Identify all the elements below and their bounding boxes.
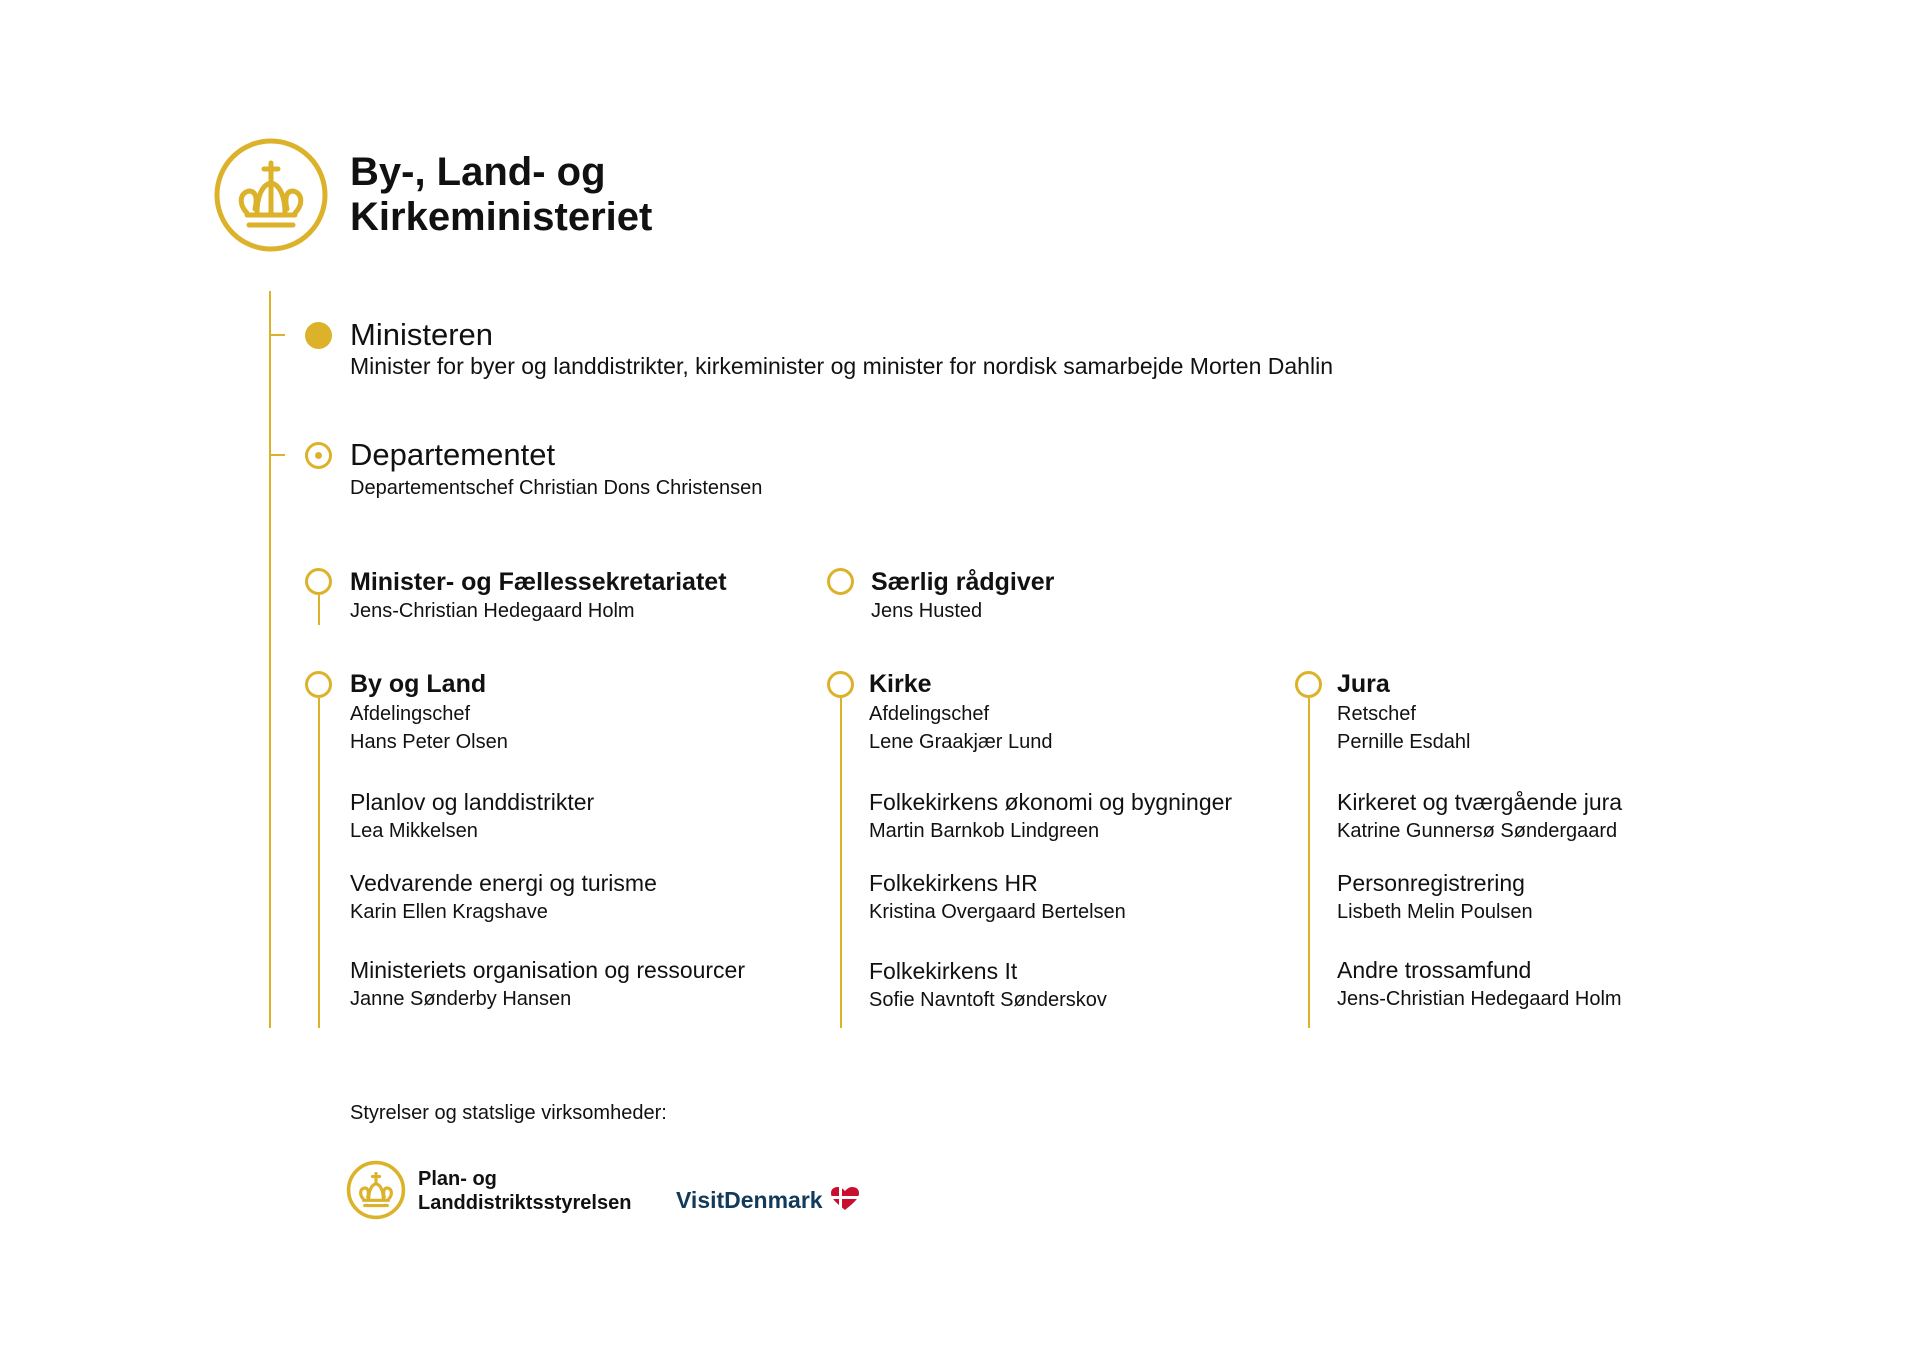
departement-subtitle: Departementschef Christian Dons Christen… <box>350 477 763 499</box>
sekretariat-name: Jens-Christian Hedegaard Holm <box>350 600 635 622</box>
unit-name: Folkekirkens økonomi og bygninger <box>869 789 1233 815</box>
node-line <box>1308 698 1310 1028</box>
column-title: Jura <box>1337 670 1390 698</box>
unit-name: Andre trossamfund <box>1337 957 1532 983</box>
unit-person: Sofie Navntoft Sønderskov <box>869 989 1107 1011</box>
sekretariat-title: Minister- og Fællessekretariatet <box>350 568 727 596</box>
column-title: Kirke <box>869 670 932 698</box>
danish-heart-icon <box>830 1187 859 1211</box>
unit-name: Personregistrering <box>1337 870 1525 896</box>
node-icon <box>827 568 854 595</box>
column-role: Afdelingschef <box>350 703 471 725</box>
column-head: Pernille Esdahl <box>1337 731 1471 753</box>
unit-person: Lea Mikkelsen <box>350 820 478 842</box>
node-icon <box>305 671 332 698</box>
node-line <box>318 595 320 625</box>
column-role: Afdelingschef <box>869 703 990 725</box>
unit-person: Lisbeth Melin Poulsen <box>1337 901 1533 923</box>
visitdenmark-text: VisitDenmark <box>676 1187 823 1213</box>
unit-name: Folkekirkens HR <box>869 870 1038 896</box>
raadgiver-name: Jens Husted <box>871 600 983 622</box>
node-icon <box>1295 671 1322 698</box>
unit-person: Karin Ellen Kragshave <box>350 901 548 923</box>
filled-node-icon <box>305 322 332 349</box>
unit-person: Janne Sønderby Hansen <box>350 988 572 1010</box>
column-head: Lene Graakjær Lund <box>869 731 1053 753</box>
unit-person: Katrine Gunnersø Søndergaard <box>1337 820 1618 842</box>
unit-name: Folkekirkens It <box>869 958 1018 984</box>
unit-name: Planlov og landdistrikter <box>350 789 595 815</box>
branch-line <box>269 454 285 456</box>
visitdenmark-logo[interactable]: VisitDenmark <box>676 1187 859 1214</box>
unit-person: Kristina Overgaard Bertelsen <box>869 901 1126 923</box>
agency-name-line2: Landdistriktsstyrelsen <box>418 1192 632 1214</box>
node-line <box>318 698 320 1028</box>
column-head: Hans Peter Olsen <box>350 731 508 753</box>
branch-line <box>269 334 285 336</box>
node-icon <box>827 671 854 698</box>
minister-subtitle: Minister for byer og landdistrikter, kir… <box>350 353 1333 379</box>
column-title: By og Land <box>350 670 487 698</box>
raadgiver-title: Særlig rådgiver <box>871 568 1055 596</box>
column-role: Retschef <box>1337 703 1416 725</box>
agencies-label: Styrelser og statslige virksomheder: <box>350 1102 667 1124</box>
unit-name: Vedvarende energi og turisme <box>350 870 657 896</box>
unit-name: Ministeriets organisation og ressourcer <box>350 957 746 983</box>
target-node-icon <box>305 442 332 469</box>
node-line <box>840 698 842 1028</box>
agency-crown-logo-icon <box>346 1160 406 1220</box>
unit-person: Martin Barnkob Lindgreen <box>869 820 1100 842</box>
node-icon <box>305 568 332 595</box>
unit-name: Kirkeret og tværgående jura <box>1337 789 1623 815</box>
departement-title: Departementet <box>350 437 556 472</box>
minister-title: Ministeren <box>350 317 493 352</box>
unit-person: Jens-Christian Hedegaard Holm <box>1337 988 1622 1010</box>
agency-name-line1: Plan- og <box>418 1168 497 1190</box>
agency-name[interactable]: Plan- og Landdistriktsstyrelsen <box>418 1167 631 1215</box>
crown-logo-icon <box>214 138 328 252</box>
main-tree-line <box>269 291 271 1028</box>
